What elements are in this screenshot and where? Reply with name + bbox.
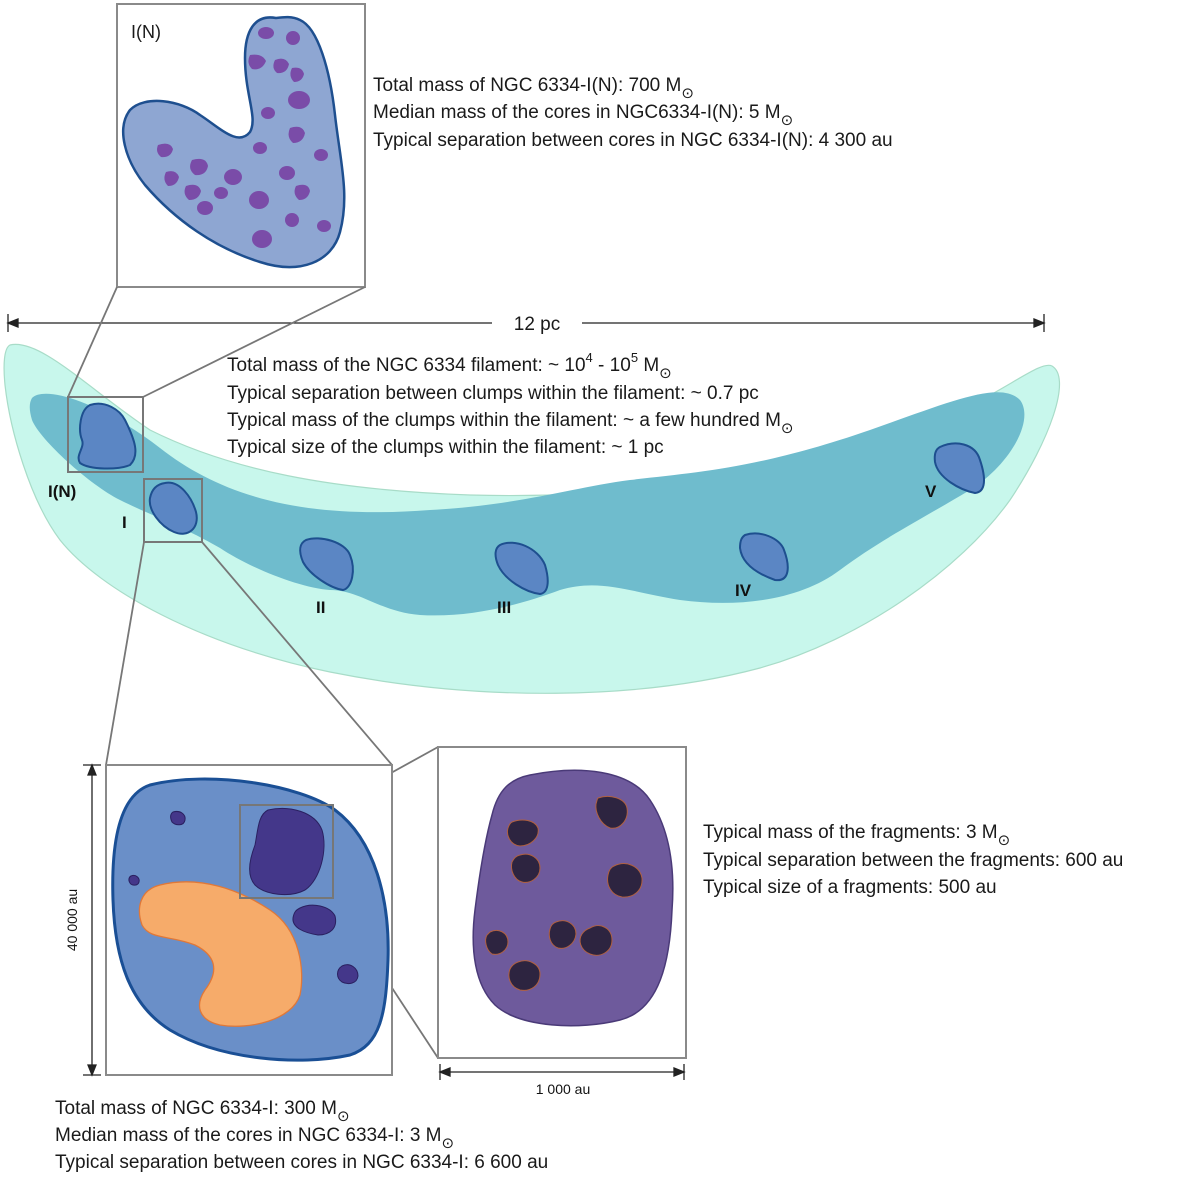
clump-label-IV: IV <box>735 581 752 600</box>
filament-line-2: Typical separation between clumps within… <box>227 383 759 404</box>
clump-I <box>148 481 198 535</box>
inset-I-cores <box>128 807 359 985</box>
filament-scale-label: 12 pc <box>514 314 560 335</box>
clump-label-II: II <box>316 598 325 617</box>
clump-III <box>494 541 549 596</box>
inset-I-line-1: Total mass of NGC 6334-I: 300 M⊙ <box>55 1098 350 1125</box>
zoom-box-IN <box>67 396 144 473</box>
clump-IV <box>738 532 789 582</box>
inset-core-line-2: Typical separation between the fragments… <box>703 850 1123 871</box>
clump-label-V: V <box>925 482 937 501</box>
inset-core-host <box>472 769 674 1027</box>
inset-I-line-2: Median mass of the cores in NGC 6334-I: … <box>55 1125 454 1152</box>
inset-IN-line-3: Typical separation between cores in NGC … <box>373 130 893 151</box>
clump-IN <box>77 402 137 470</box>
inset-IN-cores <box>157 27 331 248</box>
inset-IN-clump <box>122 15 346 269</box>
clump-label-IN: I(N) <box>48 482 76 501</box>
inset-IN-label: I(N) <box>131 22 161 42</box>
zoom-box-I <box>143 478 203 543</box>
clump-V <box>933 442 985 495</box>
inset-core-scale-bar <box>438 1064 686 1080</box>
zoom-box-core <box>239 804 334 899</box>
filament-line-3: Typical mass of the clumps within the fi… <box>227 410 793 437</box>
clumps <box>77 402 985 596</box>
inset-IN-line-2: Median mass of the cores in NGC6334-I(N)… <box>373 102 793 129</box>
filament-scale-bar <box>6 314 1046 332</box>
clump-label-I: I <box>122 513 127 532</box>
clump-label-III: III <box>497 598 511 617</box>
clump-II <box>299 537 354 592</box>
inset-core-scale-label: 1 000 au <box>536 1081 591 1097</box>
filament-line-1: Total mass of the NGC 6334 filament: ~ 1… <box>227 350 672 382</box>
inset-core-fragments <box>485 795 643 991</box>
inset-I-scale-label: 40 000 au <box>64 889 80 951</box>
inset-I-line-3: Typical separation between cores in NGC … <box>55 1152 548 1173</box>
inset-I-hot-region <box>138 881 303 1027</box>
filament-line-4: Typical size of the clumps within the fi… <box>227 437 664 458</box>
inset-core-line-1: Typical mass of the fragments: 3 M⊙ <box>703 822 1010 849</box>
inset-I-scale-bar <box>83 763 101 1077</box>
inset-core-line-3: Typical size of a fragments: 500 au <box>703 877 997 898</box>
inset-IN-line-1: Total mass of NGC 6334-I(N): 700 M⊙ <box>373 75 694 102</box>
